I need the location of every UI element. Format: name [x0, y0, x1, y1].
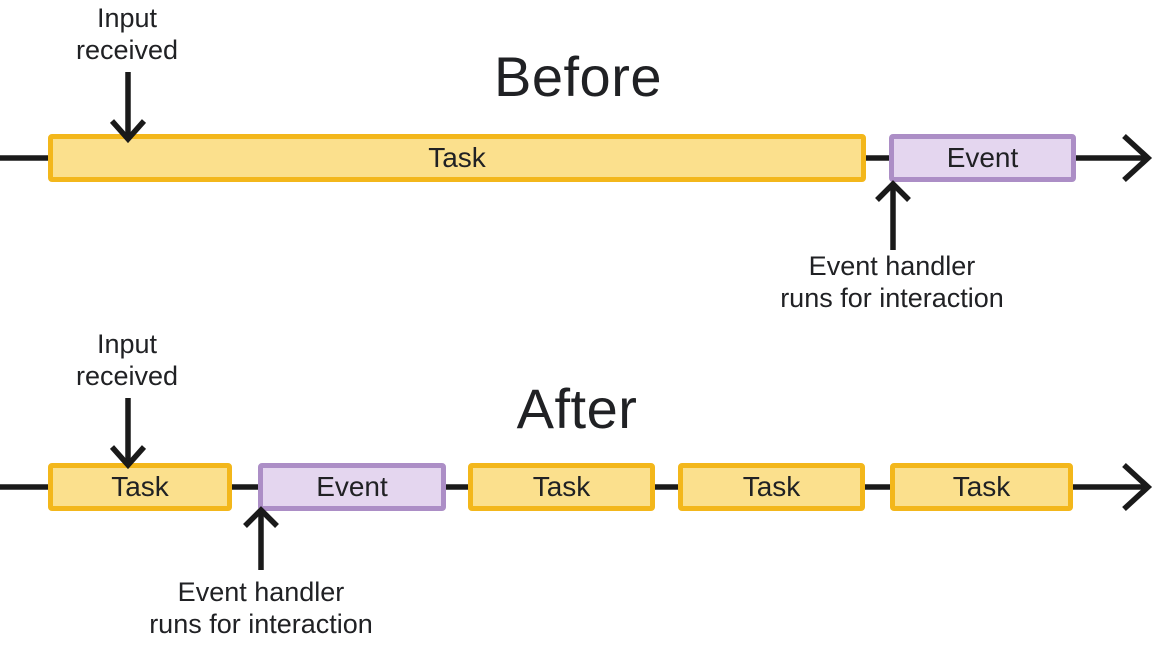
after-title: After	[516, 377, 638, 440]
after-handler-label: Event handler runs for interaction	[149, 577, 373, 640]
before-handler-label: Event handler runs for interaction	[780, 251, 1004, 314]
before-input-arrow	[109, 72, 147, 144]
after-task-label-3: Task	[742, 471, 801, 502]
before-event-box: Event	[889, 134, 1076, 182]
timeline-arrowhead-before	[1122, 133, 1153, 183]
after-task-box-2: Task	[468, 463, 655, 511]
before-task-box: Task	[48, 134, 866, 182]
after-task-label-2: Task	[532, 471, 591, 502]
timeline-arrowhead-after	[1122, 462, 1153, 512]
after-event-box: Event	[258, 463, 446, 511]
before-handler-arrow	[875, 180, 911, 250]
before-input-label: Input received	[75, 3, 179, 66]
after-event-label: Event	[316, 471, 388, 502]
after-task-box-4: Task	[890, 463, 1073, 511]
before-title: Before	[494, 45, 662, 108]
after-handler-arrow	[243, 506, 279, 570]
before-event-label: Event	[946, 142, 1019, 173]
before-task-label: Task	[428, 142, 486, 173]
after-task-label-4: Task	[952, 471, 1011, 502]
after-input-arrow	[109, 398, 147, 470]
after-task-label-1: Task	[111, 471, 169, 502]
after-task-box-3: Task	[678, 463, 865, 511]
after-input-label: Input received	[75, 329, 179, 392]
after-task-box-1: Task	[48, 463, 232, 511]
